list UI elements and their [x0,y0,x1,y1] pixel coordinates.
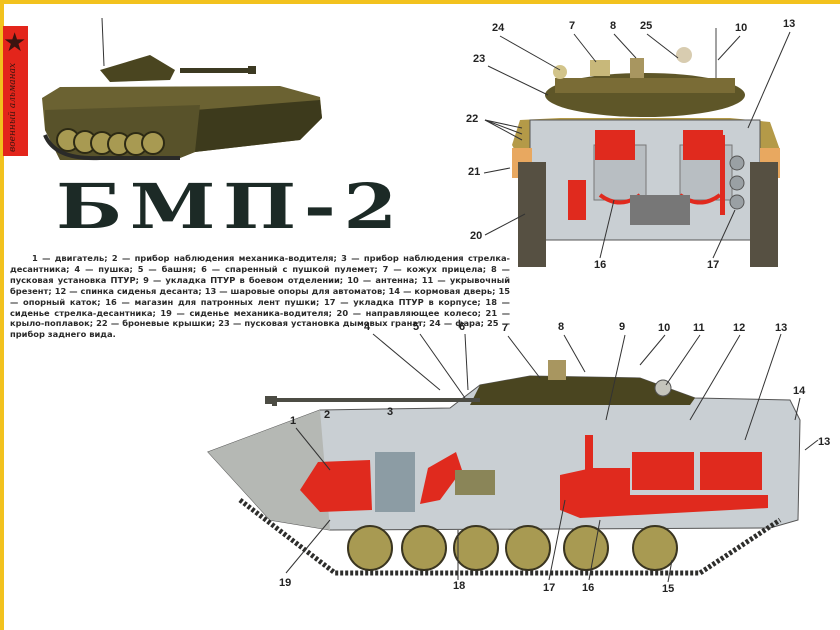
callout-label: 10 [658,322,671,334]
legend-item: 10 — антенна; [347,274,422,285]
legend-item: 19 — сиденье механика-водителя; [160,307,337,318]
legend-item: 8 — пусковая установка ПТУР; [10,263,510,285]
callout-label: 18 [453,580,466,592]
callout-label: 24 [492,22,505,34]
callout-label: 21 [468,166,481,178]
legend-item: 22 — броневые крышки; [96,318,219,329]
legend-item: 20 — направляющее колесо; [336,307,486,318]
legend-item: 25 — прибор заднего вида. [10,318,510,340]
legend-item: 3 — прибор наблюдения стрелка-десантника… [10,253,510,274]
page-frame-top [0,0,840,4]
legend-item: 24 — фара; [429,318,488,329]
callout-label: 14 [793,385,806,397]
legend-item: 15 — опорный каток; [10,285,510,307]
legend-item: 2 — прибор наблюдения механика-водителя; [111,253,342,263]
almanac-emblem: ★ военный альманах [3,26,28,156]
legend-item: 18 — сиденье стрелка-десантника; [10,296,510,318]
legend-item: 14 — кормовая дверь; [388,285,499,296]
legend-item: 23 — пусковая установка дымовых гранат; [218,318,430,329]
callout-label: 20 [470,230,483,242]
rear-cutaway-view [483,28,791,267]
legend-item: 9 — укладка ПТУР в боевом отделении; [143,274,348,285]
callout-label: 13 [775,322,788,334]
callout-label: 19 [279,577,292,589]
callout-label: 8 [558,321,565,333]
red-star-icon: ★ [3,28,27,58]
legend-item: 16 — магазин для патронных лент пушки; [105,296,324,307]
callout-label: 1 [290,415,297,427]
callout-label: 6 [459,321,466,333]
callout-label: 2 [324,409,331,421]
callout-label: 3 [387,406,394,418]
callout-label: 13 [783,18,796,30]
callout-label: 17 [543,582,556,594]
gun-muzzle [272,396,277,406]
legend-item: 21 — крыло-поплавок; [10,307,510,329]
callout-label: 7 [569,20,576,32]
callout-label: 25 [640,20,653,32]
legend-item: 17 — укладка ПТУР в корпусе; [324,296,486,307]
legend-item: 1 — двигатель; [32,253,112,263]
legend-item: 12 — спинка сиденья десанта; [54,285,205,296]
legend-item: 13 — шаровые опоры для автоматов; [204,285,389,296]
callout-label: 23 [473,53,486,65]
callout-label: 16 [582,582,595,594]
legend-item: 7 — кожух прицела; [382,263,491,274]
callout-label: 10 [735,22,748,34]
callout-label: 13 [818,436,831,448]
callout-label: 5 [413,321,420,333]
callout-label: 9 [619,321,626,333]
callout-label: 8 [610,20,617,32]
callout-label: 15 [662,583,675,595]
callout-label: 22 [466,113,479,125]
legend-item: 11 — укрывочный брезент; [10,274,511,296]
callout-label: 11 [693,322,705,334]
callout-label: 16 [594,259,607,271]
legend-item: 4 — пушка; [74,263,138,274]
callout-label: 4 [364,321,371,333]
callout-label: 7 [502,322,509,334]
legend-item: 6 — спаренный с пушкой пулемет; [201,263,383,274]
legend-item: 5 — башня; [137,263,202,274]
side-cutaway-view [207,333,819,583]
page-frame-left [0,0,4,630]
callout-label: 12 [733,322,746,334]
callout-label: 17 [707,259,720,271]
legend-text: 1 — двигатель; 2 — прибор наблюдения мех… [10,253,510,340]
page-title: БМП-2 [56,170,405,243]
exterior-vehicle-image [42,17,322,161]
